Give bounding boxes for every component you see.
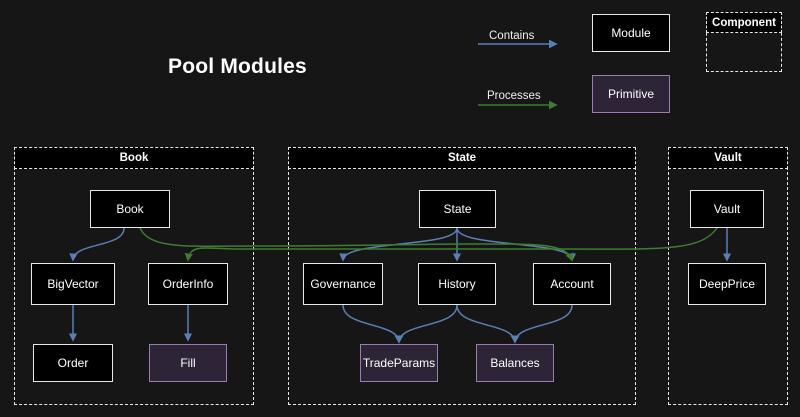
- node-fill[interactable]: Fill: [149, 344, 227, 382]
- node-tradeparams[interactable]: TradeParams: [360, 344, 438, 382]
- node-order[interactable]: Order: [33, 344, 113, 382]
- group-state: State: [288, 147, 636, 405]
- node-balances[interactable]: Balances: [476, 344, 554, 382]
- legend-processes-label: Processes: [487, 90, 541, 102]
- group-book: Book: [14, 147, 254, 405]
- group-book-label: Book: [14, 147, 254, 169]
- node-vault[interactable]: Vault: [690, 190, 764, 228]
- group-vault-label: Vault: [668, 147, 788, 169]
- node-bigvector[interactable]: BigVector: [31, 263, 115, 305]
- node-orderinfo[interactable]: OrderInfo: [148, 263, 228, 305]
- node-history[interactable]: History: [418, 263, 496, 305]
- legend-primitive-box: Primitive: [592, 75, 670, 113]
- node-governance[interactable]: Governance: [303, 263, 383, 305]
- legend-component-label: Component: [706, 12, 782, 33]
- group-vault: Vault: [668, 147, 788, 405]
- node-account[interactable]: Account: [533, 263, 611, 305]
- legend-component-box: Component: [706, 12, 782, 72]
- node-deepprice[interactable]: DeepPrice: [688, 263, 766, 305]
- page-title: Pool Modules: [168, 55, 307, 78]
- legend-contains-label: Contains: [489, 30, 535, 42]
- legend-module-box: Module: [592, 14, 670, 52]
- node-book[interactable]: Book: [90, 190, 170, 228]
- group-state-label: State: [288, 147, 636, 169]
- node-state[interactable]: State: [419, 190, 496, 228]
